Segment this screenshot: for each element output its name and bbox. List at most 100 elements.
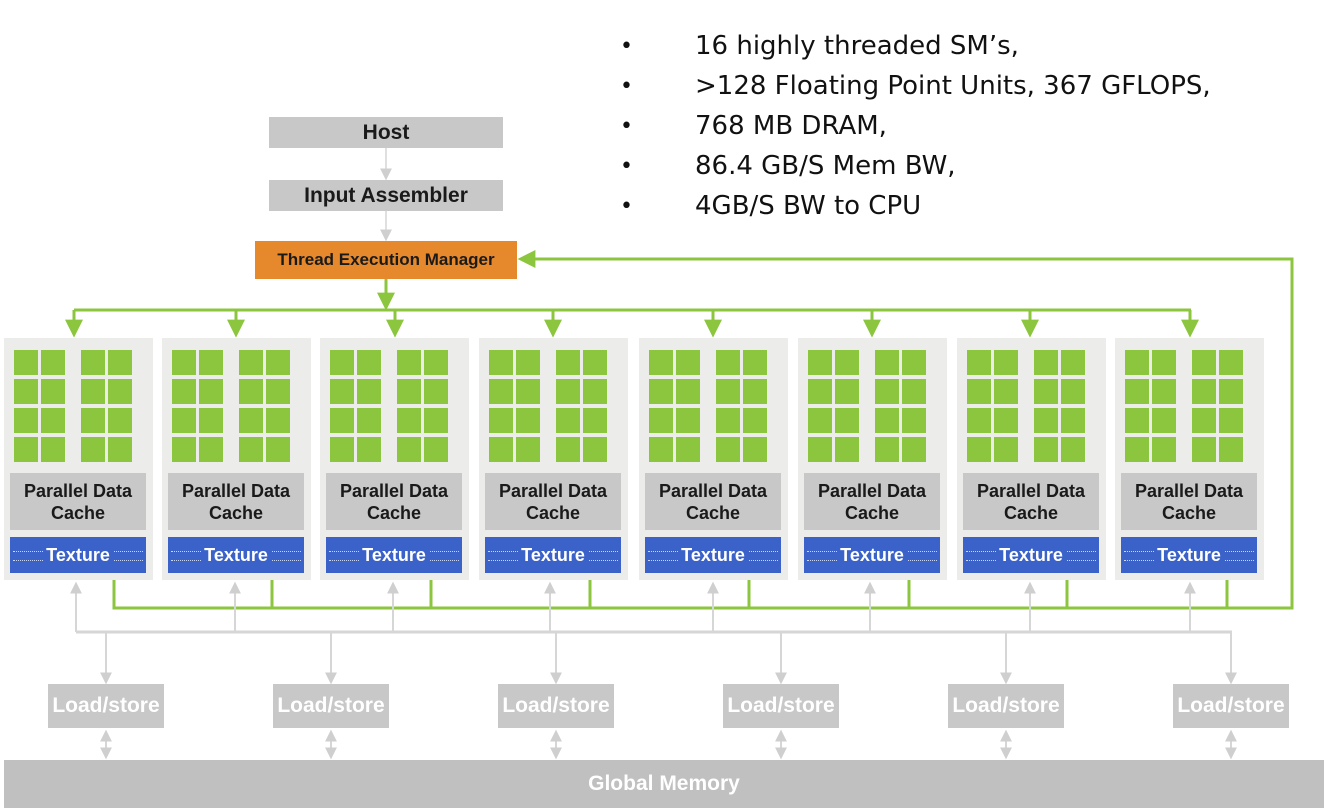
texture-label: Texture bbox=[678, 544, 748, 566]
sp-core bbox=[556, 379, 580, 404]
sp-core bbox=[1152, 379, 1176, 404]
load-store-unit: Load/store bbox=[948, 684, 1064, 728]
sp-core bbox=[716, 437, 740, 462]
sp-core bbox=[199, 437, 223, 462]
sp-core bbox=[516, 379, 540, 404]
sp-core bbox=[41, 350, 65, 375]
sp-core bbox=[994, 379, 1018, 404]
sp-core bbox=[967, 379, 991, 404]
sp-core bbox=[835, 437, 859, 462]
parallel-data-cache: Parallel Data Cache bbox=[804, 473, 940, 530]
sp-core bbox=[1219, 408, 1243, 433]
sp-core bbox=[716, 379, 740, 404]
sp-core bbox=[199, 408, 223, 433]
bullet-icon: • bbox=[620, 33, 633, 59]
sp-core bbox=[41, 379, 65, 404]
sp-core bbox=[556, 437, 580, 462]
parallel-data-cache: Parallel Data Cache bbox=[645, 473, 781, 530]
sp-core bbox=[239, 350, 263, 375]
texture-unit: Texture bbox=[645, 537, 781, 573]
sp-core bbox=[397, 379, 421, 404]
sp-core bbox=[808, 379, 832, 404]
sp-core bbox=[239, 437, 263, 462]
sp-core bbox=[967, 437, 991, 462]
sp-core bbox=[875, 379, 899, 404]
load-store-unit: Load/store bbox=[723, 684, 839, 728]
load-store-unit: Load/store bbox=[1173, 684, 1289, 728]
sm-dispatch-arrows bbox=[65, 310, 1199, 338]
bullet-icon: • bbox=[620, 193, 633, 219]
sp-core bbox=[649, 408, 673, 433]
sp-core bbox=[489, 350, 513, 375]
sp-core bbox=[266, 379, 290, 404]
sp-core bbox=[649, 379, 673, 404]
sp-core bbox=[357, 379, 381, 404]
sp-core bbox=[1192, 437, 1216, 462]
sp-core bbox=[1034, 437, 1058, 462]
texture-unit: Texture bbox=[804, 537, 940, 573]
sp-core bbox=[1125, 350, 1149, 375]
sp-core bbox=[424, 437, 448, 462]
memory-wires bbox=[70, 581, 1237, 760]
sp-core bbox=[516, 437, 540, 462]
parallel-data-cache: Parallel Data Cache bbox=[485, 473, 621, 530]
sp-core bbox=[1152, 437, 1176, 462]
sp-core bbox=[808, 437, 832, 462]
parallel-data-cache: Parallel Data Cache bbox=[168, 473, 304, 530]
texture-label: Texture bbox=[201, 544, 271, 566]
global-memory-box: Global Memory bbox=[4, 760, 1324, 808]
spec-text: >128 Floating Point Units, 367 GFLOPS, bbox=[695, 71, 1211, 101]
texture-unit: Texture bbox=[10, 537, 146, 573]
sp-core bbox=[676, 437, 700, 462]
texture-label: Texture bbox=[837, 544, 907, 566]
sp-core bbox=[716, 350, 740, 375]
sp-core bbox=[81, 350, 105, 375]
spec-item: • 86.4 GB/S Mem BW, bbox=[620, 146, 1211, 186]
sp-core bbox=[516, 408, 540, 433]
spec-text: 86.4 GB/S Mem BW, bbox=[695, 151, 956, 181]
parallel-data-cache: Parallel Data Cache bbox=[963, 473, 1099, 530]
texture-unit: Texture bbox=[1121, 537, 1257, 573]
sp-core bbox=[902, 350, 926, 375]
sp-core bbox=[1219, 437, 1243, 462]
host-box: Host bbox=[269, 117, 503, 148]
sp-core bbox=[994, 350, 1018, 375]
sp-core bbox=[902, 408, 926, 433]
sp-core bbox=[424, 350, 448, 375]
load-store-unit: Load/store bbox=[498, 684, 614, 728]
sp-core bbox=[743, 408, 767, 433]
sp-core bbox=[994, 437, 1018, 462]
sp-core bbox=[357, 437, 381, 462]
sp-core bbox=[1192, 379, 1216, 404]
sp-core bbox=[1061, 437, 1085, 462]
texture-label: Texture bbox=[1154, 544, 1224, 566]
bullet-icon: • bbox=[620, 153, 633, 179]
sp-core bbox=[1034, 350, 1058, 375]
sp-core bbox=[1125, 379, 1149, 404]
sp-core bbox=[967, 350, 991, 375]
sp-core bbox=[1061, 350, 1085, 375]
sp-core bbox=[835, 408, 859, 433]
spec-text: 16 highly threaded SM’s, bbox=[695, 31, 1019, 61]
sp-core bbox=[266, 350, 290, 375]
sp-core bbox=[489, 379, 513, 404]
sp-core bbox=[172, 437, 196, 462]
sp-core bbox=[994, 408, 1018, 433]
sp-core bbox=[1061, 379, 1085, 404]
sp-core bbox=[239, 408, 263, 433]
sp-core bbox=[199, 350, 223, 375]
sp-core bbox=[172, 408, 196, 433]
sp-core bbox=[14, 350, 38, 375]
spec-item: •4GB/S BW to CPU bbox=[620, 186, 1211, 226]
sp-core bbox=[14, 408, 38, 433]
sp-core bbox=[583, 408, 607, 433]
feedback-wire bbox=[112, 250, 1294, 610]
spec-text: 768 MB DRAM, bbox=[695, 111, 887, 141]
sp-core bbox=[743, 350, 767, 375]
